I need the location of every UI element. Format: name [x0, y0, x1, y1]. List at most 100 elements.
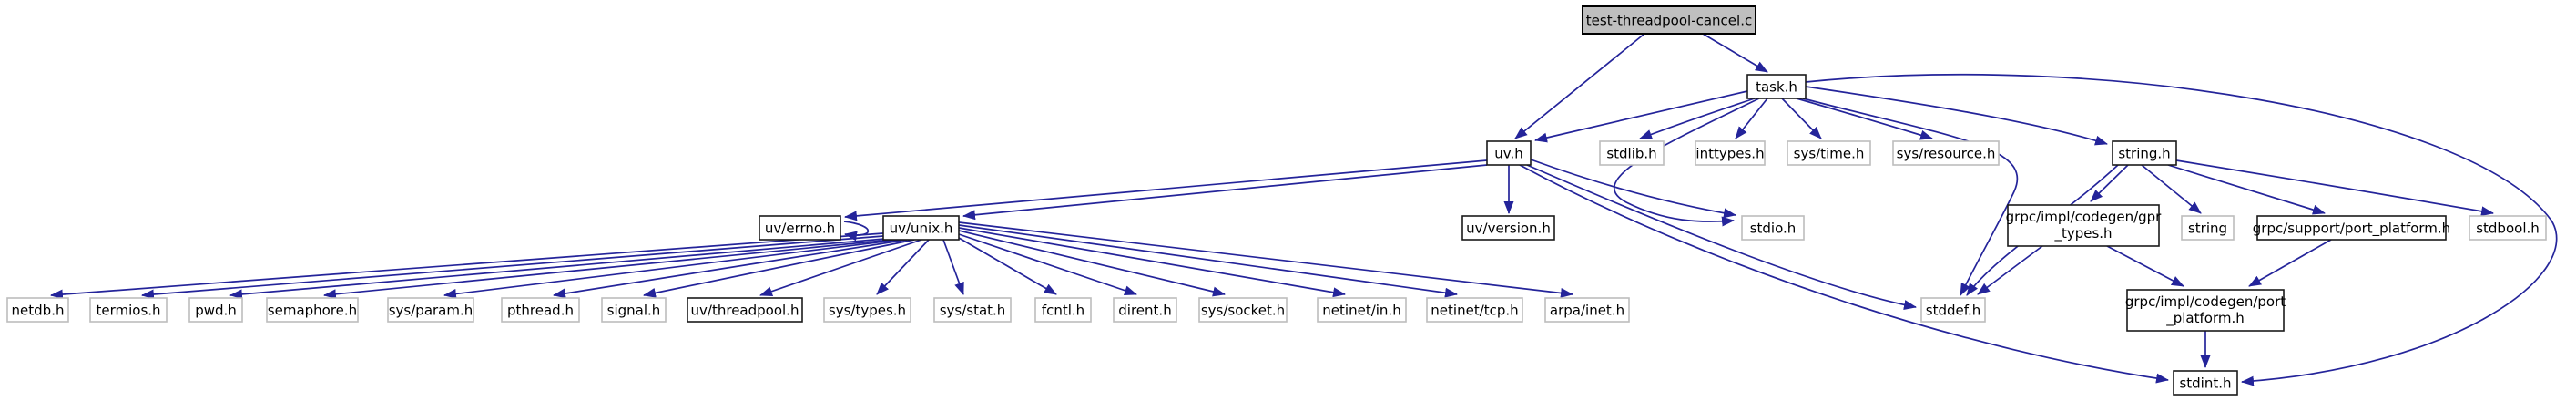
include-edge-uv_errno-uv_errno — [843, 221, 870, 242]
include-edge-task-string_h — [1805, 86, 2108, 146]
graph-node-semaphore: semaphore.h — [266, 297, 359, 323]
graph-node-sys_stat: sys/stat.h — [933, 297, 1012, 323]
graph-node-sys_param: sys/param.h — [387, 297, 474, 323]
node-box-string_h[interactable] — [2112, 140, 2177, 166]
include-edge-task-sys_resource — [1796, 98, 1933, 140]
graph-node-stdint[interactable]: stdint.h — [2173, 370, 2238, 396]
node-box-termios — [89, 297, 168, 323]
graph-node-uv_unix[interactable]: uv/unix.h — [882, 215, 960, 241]
include-edge-gpr_types-codegen_port — [2106, 245, 2184, 287]
include-edge-task-stdint — [1805, 73, 2558, 386]
graph-node-uv_version[interactable]: uv/version.h — [1461, 215, 1555, 241]
node-box-stddef — [1920, 297, 1986, 323]
node-box-sys_time — [1787, 140, 1871, 166]
nodes-layer: test-threadpool-cancel.c task.h uv.h stdlib… — [6, 5, 2547, 396]
node-box-stdbool — [2469, 215, 2547, 241]
graph-node-arpa_inet: arpa/inet.h — [1544, 297, 1630, 323]
include-edge-uv_unix-sys_types — [876, 239, 930, 295]
include-edge-uv_unix-netinet_tcp — [958, 224, 1458, 298]
node-box-pwd — [188, 297, 243, 323]
node-box-sys_stat — [933, 297, 1012, 323]
graph-node-netdb: netdb.h — [6, 297, 69, 323]
graph-node-task[interactable]: task.h — [1746, 74, 1807, 99]
graph-node-string_h[interactable]: string.h — [2112, 140, 2177, 166]
graph-node-test: test-threadpool-cancel.c — [1582, 5, 1756, 35]
node-box-uv_errno[interactable] — [759, 215, 841, 241]
node-box-uv_unix[interactable] — [882, 215, 960, 241]
graph-node-stdlib: stdlib.h — [1599, 140, 1665, 166]
include-edge-support_port-codegen_port — [2248, 239, 2332, 287]
node-box-stdint[interactable] — [2173, 370, 2238, 396]
node-box-gpr_types[interactable] — [2007, 204, 2160, 247]
node-box-arpa_inet — [1544, 297, 1630, 323]
graph-node-pthread: pthread.h — [501, 297, 580, 323]
include-edge-uv_unix-dirent — [958, 233, 1137, 296]
node-box-pthread — [501, 297, 580, 323]
node-box-sys_types — [823, 297, 911, 323]
graph-node-codegen_port[interactable]: grpc/impl/codegen/port_platform.h — [2125, 289, 2286, 332]
graph-node-stdbool: stdbool.h — [2469, 215, 2547, 241]
include-edge-uv_h-uv_errno — [844, 159, 1488, 221]
node-box-netinet_in — [1317, 297, 1407, 323]
include-edge-task-stddef — [1802, 98, 2019, 296]
include-edge-uv_unix-fcntl — [958, 237, 1057, 295]
graph-node-support_port[interactable]: grpc/support/port_platform.h — [2253, 215, 2450, 241]
include-edge-uv_unix-sys_stat — [942, 239, 964, 295]
include-edge-uv_unix-sys_param — [443, 239, 901, 299]
node-box-string_lc — [2181, 215, 2235, 241]
node-box-dirent — [1113, 297, 1177, 323]
node-box-uv_h[interactable] — [1486, 140, 1532, 166]
include-edge-string_h-string_lc — [2141, 164, 2202, 214]
node-box-support_port[interactable] — [2256, 215, 2447, 241]
include-edge-uv_unix-arpa_inet — [958, 221, 1573, 298]
include-edge-uv_unix-netdb — [50, 232, 884, 300]
include-edge-uv_h-stdint — [1519, 164, 2169, 384]
node-box-uv_version[interactable] — [1461, 215, 1555, 241]
node-box-codegen_port[interactable] — [2126, 289, 2285, 332]
graph-node-dirent: dirent.h — [1113, 297, 1177, 323]
graph-node-pwd: pwd.h — [188, 297, 243, 323]
node-box-task[interactable] — [1746, 74, 1807, 99]
graph-node-threadpool[interactable]: uv/threadpool.h — [687, 297, 803, 323]
include-edge-gpr_types-stddef — [1977, 245, 2043, 295]
node-box-threadpool[interactable] — [687, 297, 803, 323]
node-box-netdb — [6, 297, 69, 323]
include-edge-uv_unix-threadpool — [759, 239, 922, 296]
include-edge-uv_unix-sys_socket — [958, 230, 1226, 297]
graph-node-gpr_types[interactable]: grpc/impl/codegen/gpr_types.h — [2006, 204, 2163, 247]
node-box-sys_socket — [1198, 297, 1288, 323]
graph-node-signal: signal.h — [601, 297, 667, 323]
graph-node-sys_time: sys/time.h — [1787, 140, 1871, 166]
include-edge-uv_unix-netinet_in — [958, 227, 1346, 298]
graph-node-termios: termios.h — [89, 297, 168, 323]
include-edge-string_h-stdbool — [2175, 159, 2494, 217]
node-box-signal — [601, 297, 667, 323]
include-edge-uv_unix-signal — [643, 239, 915, 298]
node-box-stdio — [1741, 215, 1805, 241]
node-box-test — [1582, 5, 1756, 35]
include-edge-uv_unix-pwd — [229, 238, 886, 300]
graph-node-stddef: stddef.h — [1920, 297, 1986, 323]
graph-node-string_lc: string — [2181, 215, 2235, 241]
graph-node-uv_errno[interactable]: uv/errno.h — [759, 215, 841, 241]
include-edge-uv_unix-semaphore — [323, 239, 893, 300]
node-box-netinet_tcp — [1426, 297, 1523, 323]
include-edge-task-sys_time — [1781, 98, 1822, 139]
graph-node-uv_h[interactable]: uv.h — [1486, 140, 1532, 166]
graph-node-inttypes: inttypes.h — [1695, 140, 1766, 166]
node-box-fcntl — [1034, 297, 1092, 323]
include-edge-test-task — [1702, 33, 1768, 73]
graph-node-netinet_tcp: netinet/tcp.h — [1426, 297, 1523, 323]
include-edge-uv_unix-termios — [141, 235, 884, 300]
node-box-inttypes — [1695, 140, 1766, 166]
graph-node-stdio: stdio.h — [1741, 215, 1805, 241]
include-edge-string_h-gpr_types — [2090, 164, 2129, 202]
include-edge-task-stdlib — [1639, 98, 1756, 139]
node-box-stdlib — [1599, 140, 1665, 166]
include-edge-string_h-support_port — [2167, 164, 2326, 215]
include-edge-test-uv_h — [1514, 33, 1645, 139]
include-edge-uv_h-stddef — [1526, 164, 1917, 310]
include-edge-task-inttypes — [1735, 98, 1768, 139]
